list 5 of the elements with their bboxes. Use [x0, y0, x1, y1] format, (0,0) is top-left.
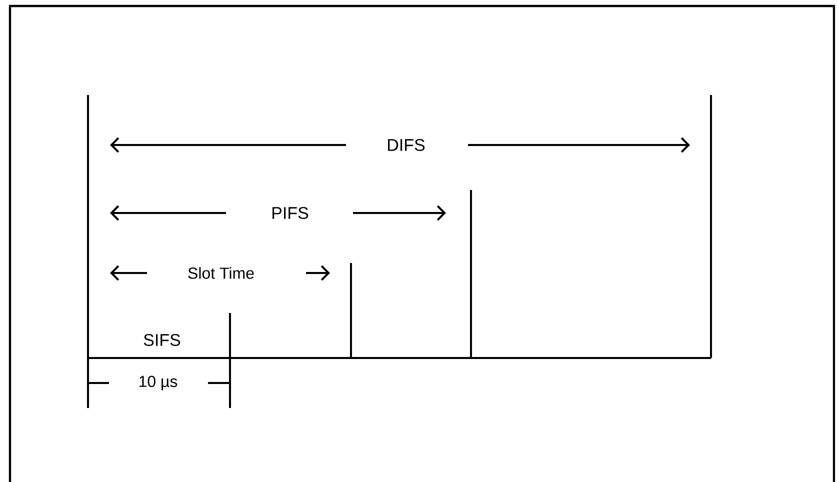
dimension-label: PIFS: [272, 206, 308, 220]
dimension-label: Slot Time: [188, 267, 254, 279]
dimension-label: SIFS: [144, 334, 180, 346]
dimension-label: DIFS: [388, 138, 425, 152]
dimension-label: 10 µs: [140, 376, 178, 390]
